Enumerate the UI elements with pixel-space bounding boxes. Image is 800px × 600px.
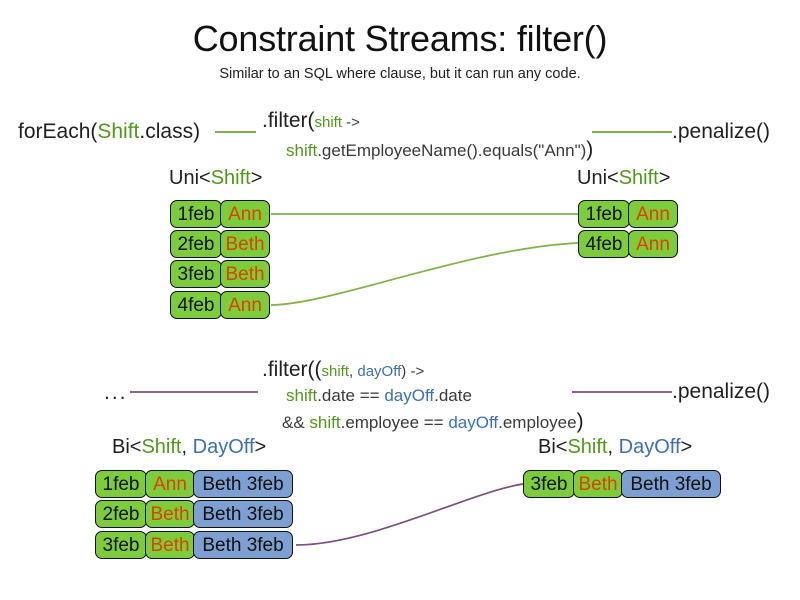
- bi-input-header: Bi<Shift, DayOff>: [112, 436, 266, 459]
- uni-filter-receiver: shift: [286, 141, 318, 160]
- cell-name: Beth: [220, 260, 270, 288]
- uni-output-header: Uni<Shift>: [577, 167, 670, 190]
- bi-filter-arrow: ) ->: [401, 363, 425, 380]
- bi-output-header-prefix: Bi<: [538, 436, 568, 458]
- cell-dayoff: Beth 3feb: [193, 531, 293, 559]
- bi-penalize-label: .penalize(): [672, 380, 771, 403]
- table-row[interactable]: 1feb Ann Beth 3feb: [95, 470, 293, 498]
- cell-date: 4feb: [170, 291, 222, 319]
- bi-input-header-type2: DayOff: [192, 436, 255, 458]
- bi-filter-param1: shift: [321, 363, 350, 380]
- cell-name: Beth: [145, 500, 195, 528]
- uni-output-header-type: Shift: [618, 167, 659, 189]
- uni-filter-expression: .filter(shift -> shift.getEmployeeName()…: [262, 109, 593, 162]
- bi-filter-l2-receiver2: dayOff: [384, 386, 435, 405]
- bi-filter-expression: .filter((shift, dayOff) -> shift.date ==…: [262, 358, 584, 434]
- bi-filter-line-3: && shift.employee == dayOff.employee): [282, 410, 584, 434]
- uni-input-header-suffix: >: [250, 167, 263, 189]
- cell-dayoff: Beth 3feb: [621, 470, 721, 498]
- cell-date: 4feb: [578, 230, 630, 258]
- uni-filter-line-1: .filter(shift ->: [262, 109, 593, 133]
- bi-filter-l3-op: &&: [282, 413, 310, 432]
- table-row[interactable]: 1feb Ann: [578, 200, 678, 228]
- bi-filter-l3-receiver1: shift: [309, 413, 341, 432]
- bi-output-header-comma: ,: [607, 436, 619, 458]
- uni-filter-arrow: ->: [342, 114, 360, 131]
- cell-name: Ann: [220, 291, 270, 319]
- bi-filter-comma: ,: [349, 363, 358, 380]
- bi-input-header-suffix: >: [254, 436, 267, 458]
- table-row[interactable]: 3feb Beth Beth 3feb: [523, 470, 721, 498]
- page-title: Constraint Streams: filter(): [192, 18, 608, 59]
- table-row[interactable]: 1feb Ann: [170, 200, 270, 228]
- cell-date: 1feb: [95, 470, 147, 498]
- bi-source-label: ...: [104, 381, 128, 404]
- bi-filter-l3-receiver2: dayOff: [448, 413, 499, 432]
- foreach-prefix: forEach(: [18, 120, 98, 143]
- uni-filter-head: .filter(: [262, 109, 315, 132]
- bi-filter-l2-mid: .date ==: [317, 386, 385, 405]
- bi-output-header-type1: Shift: [567, 436, 608, 458]
- bi-input-header-type1: Shift: [141, 436, 182, 458]
- foreach-type: Shift: [97, 120, 140, 143]
- cell-name: Ann: [628, 230, 678, 258]
- cell-date: 1feb: [170, 200, 222, 228]
- bi-filter-line-2: shift.date == dayOff.date: [286, 386, 584, 406]
- bi-filter-param2: dayOff: [357, 363, 402, 380]
- cell-name: Beth: [220, 230, 270, 258]
- table-row[interactable]: 2feb Beth: [170, 230, 270, 258]
- cell-name: Ann: [145, 470, 195, 498]
- table-row[interactable]: 4feb Ann: [578, 230, 678, 258]
- cell-name: Ann: [628, 200, 678, 228]
- uni-filter-close-paren: ): [586, 138, 594, 161]
- wire-birow3-to-biout: [295, 483, 524, 546]
- bi-filter-l3-mid: .employee ==: [340, 413, 449, 432]
- cell-name: Beth: [145, 531, 195, 559]
- uni-input-header-type: Shift: [210, 167, 251, 189]
- foreach-suffix: .class): [139, 120, 201, 143]
- foreach-source-label: forEach(Shift.class): [18, 120, 200, 144]
- table-row[interactable]: 3feb Beth: [170, 260, 270, 288]
- table-row[interactable]: 3feb Beth Beth 3feb: [95, 531, 293, 559]
- uni-output-header-suffix: >: [658, 167, 671, 189]
- bi-input-header-comma: ,: [181, 436, 193, 458]
- bi-output-header-type2: DayOff: [618, 436, 681, 458]
- uni-input-header-prefix: Uni<: [169, 167, 211, 189]
- uni-filter-param: shift: [314, 114, 343, 131]
- bi-filter-line-1: .filter((shift, dayOff) ->: [262, 358, 584, 382]
- cell-date: 3feb: [95, 531, 147, 559]
- bi-input-header-prefix: Bi<: [112, 436, 142, 458]
- bi-filter-l2-receiver1: shift: [286, 386, 318, 405]
- bi-filter-l3-tail: .employee: [498, 413, 577, 432]
- bi-filter-head: .filter((: [262, 358, 322, 381]
- cell-date: 2feb: [95, 500, 147, 528]
- uni-filter-line-2: shift.getEmployeeName().equals("Ann")): [286, 138, 593, 162]
- bi-filter-close-paren: ): [576, 410, 584, 433]
- cell-dayoff: Beth 3feb: [193, 500, 293, 528]
- uni-input-header: Uni<Shift>: [169, 167, 262, 190]
- bi-filter-l2-tail: .date: [434, 386, 472, 405]
- bi-output-header: Bi<Shift, DayOff>: [538, 436, 692, 459]
- cell-date: 2feb: [170, 230, 222, 258]
- uni-penalize-label: .penalize(): [672, 120, 771, 143]
- bi-output-header-suffix: >: [680, 436, 693, 458]
- cell-date: 1feb: [578, 200, 630, 228]
- cell-date: 3feb: [170, 260, 222, 288]
- uni-filter-body: .getEmployeeName().equals("Ann"): [317, 141, 587, 160]
- cell-name: Beth: [573, 470, 623, 498]
- table-row[interactable]: 2feb Beth Beth 3feb: [95, 500, 293, 528]
- cell-date: 3feb: [523, 470, 575, 498]
- cell-name: Ann: [220, 200, 270, 228]
- wire-row4-to-out2: [270, 242, 579, 306]
- uni-output-header-prefix: Uni<: [577, 167, 619, 189]
- page-subtitle: Similar to an SQL where clause, but it c…: [219, 66, 581, 82]
- table-row[interactable]: 4feb Ann: [170, 291, 270, 319]
- cell-dayoff: Beth 3feb: [193, 470, 293, 498]
